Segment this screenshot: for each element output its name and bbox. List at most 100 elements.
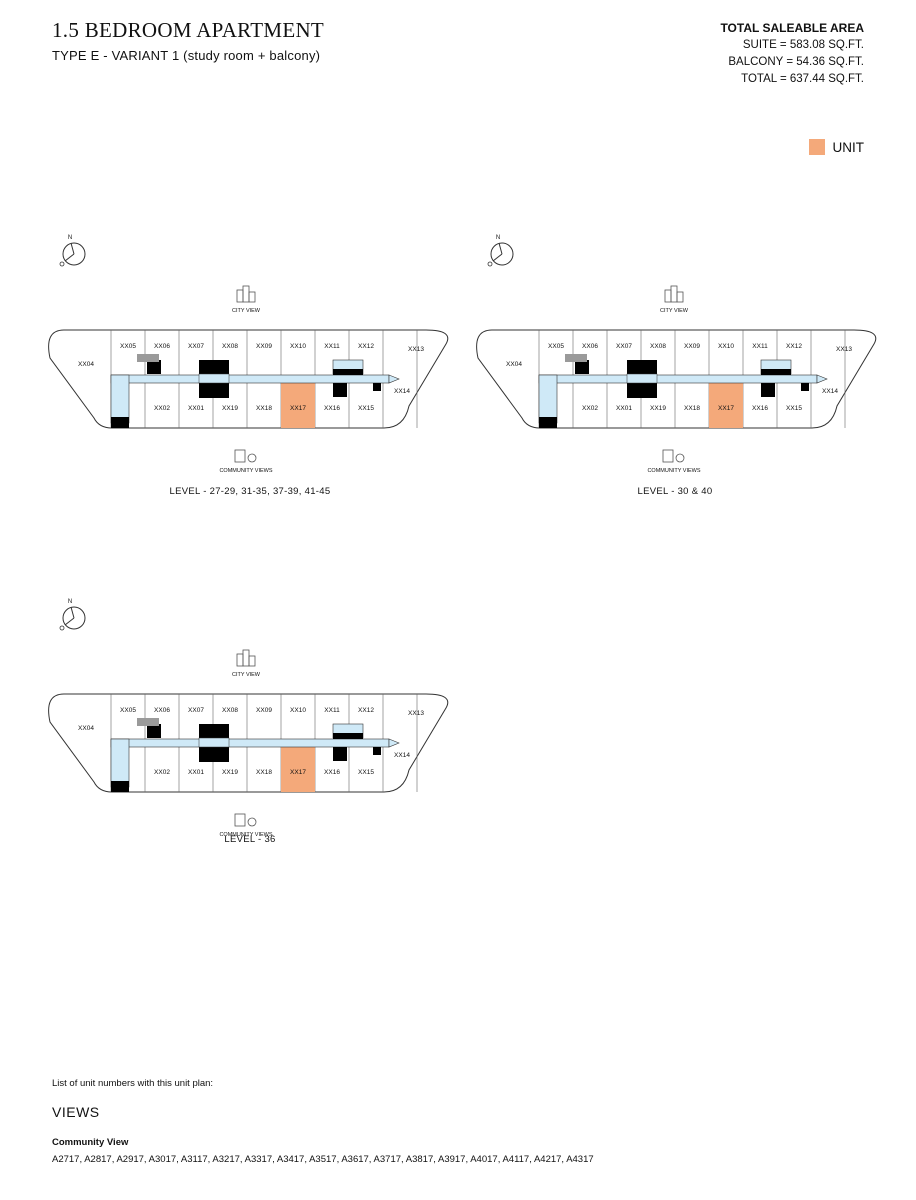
compass-tail	[64, 253, 75, 262]
unit-label-xx11: XX11	[752, 343, 768, 350]
unit-label-xx08: XX08	[222, 707, 238, 714]
service-core-dark	[333, 733, 363, 739]
unit-label-xx02: XX02	[154, 405, 170, 412]
building-shape	[670, 285, 678, 303]
unit-label-xx18: XX18	[256, 769, 272, 776]
unit-label-xx18: XX18	[256, 405, 272, 412]
community-view-label: COMMUNITY VIEWS	[219, 832, 272, 838]
stair-core	[333, 383, 347, 397]
corridor	[110, 738, 390, 748]
shaft-block	[373, 383, 381, 391]
unit-label-xx05: XX05	[120, 707, 136, 714]
unit-label-xx01: XX01	[188, 405, 204, 412]
level-label-1: LEVEL - 27-29, 31-35, 37-39, 41-45	[169, 486, 331, 497]
unit-label-xx01: XX01	[616, 405, 632, 412]
compass-dot	[59, 261, 65, 267]
compass-dot	[59, 625, 65, 631]
city-view-icon	[236, 285, 256, 303]
highlighted-unit	[281, 383, 315, 428]
unit-label-xx06: XX06	[582, 343, 598, 350]
core-block	[539, 417, 557, 428]
compass-north-label: N	[496, 235, 500, 241]
compass-tail	[64, 617, 75, 626]
community-view-icon	[662, 449, 685, 463]
shaft-grey	[565, 354, 587, 362]
level-label-3: LEVEL - 36	[224, 834, 276, 845]
unit-label-xx12: XX12	[358, 343, 374, 350]
community-view-icon	[234, 813, 257, 827]
building-shape	[248, 655, 256, 667]
unit-label-xx14: XX14	[394, 752, 410, 759]
unit-label-xx05: XX05	[548, 343, 564, 350]
unit-label-xx01: XX01	[188, 769, 204, 776]
building-shape	[236, 653, 244, 667]
corridor-stair	[110, 374, 130, 424]
unit-number-list: A2717, A2817, A2917, A3017, A3117, A3217…	[52, 1154, 594, 1165]
unit-label-xx09: XX09	[256, 343, 272, 350]
level-label-2: LEVEL - 30 & 40	[637, 486, 713, 497]
building-shape	[676, 291, 684, 303]
unit-label-xx12: XX12	[358, 707, 374, 714]
legend-label: UNIT	[832, 139, 865, 155]
tree-shape	[675, 453, 685, 463]
unit-label-xx04: XX04	[506, 361, 522, 368]
unit-list-intro: List of unit numbers with this unit plan…	[52, 1078, 214, 1089]
unit-label-xx12: XX12	[786, 343, 802, 350]
compass-ring	[62, 242, 86, 266]
unit-label-xx18: XX18	[684, 405, 700, 412]
unit-label-xx07: XX07	[188, 707, 204, 714]
tree-shape	[247, 817, 257, 827]
community-view-icon	[234, 449, 257, 463]
unit-label-xx15: XX15	[786, 405, 802, 412]
compass-tail	[492, 253, 503, 262]
corridor-stair	[538, 374, 558, 424]
page-title: 1.5 BEDROOM APARTMENT	[52, 18, 325, 42]
building-shape	[664, 289, 672, 303]
corridor-end	[388, 738, 400, 748]
highlighted-unit	[281, 747, 315, 792]
unit-label-xx11: XX11	[324, 707, 340, 714]
building-shape	[662, 449, 674, 463]
community-view-heading: Community View	[52, 1137, 129, 1148]
elevator-lobby	[198, 373, 230, 384]
elevator-lobby	[626, 373, 658, 384]
building-shape	[234, 813, 246, 827]
unit-label-xx09: XX09	[684, 343, 700, 350]
unit-label-xx13: XX13	[836, 346, 852, 353]
unit-label-xx17: XX17	[290, 769, 306, 776]
north-compass-icon: N	[59, 599, 86, 631]
unit-label-xx19: XX19	[222, 405, 238, 412]
stair-core	[761, 383, 775, 397]
unit-label-xx08: XX08	[222, 343, 238, 350]
city-view-icon	[236, 649, 256, 667]
corridor	[110, 374, 390, 384]
unit-label-xx14: XX14	[394, 388, 410, 395]
corridor-end	[388, 374, 400, 384]
page-subtitle: TYPE E - VARIANT 1 (study room + balcony…	[52, 48, 321, 63]
unit-label-xx10: XX10	[290, 707, 306, 714]
compass-ring	[62, 606, 86, 630]
city-view-label: CITY VIEW	[232, 308, 261, 314]
stair-core-left	[147, 360, 161, 374]
unit-label-xx07: XX07	[188, 343, 204, 350]
elevator-lobby	[198, 737, 230, 748]
unit-label-xx02: XX02	[154, 769, 170, 776]
legend: UNIT	[808, 139, 865, 155]
building-shape	[242, 649, 250, 667]
unit-label-xx15: XX15	[358, 769, 374, 776]
service-core-dark	[761, 369, 791, 375]
unit-label-xx16: XX16	[752, 405, 768, 412]
unit-label-xx19: XX19	[650, 405, 666, 412]
compass-needle	[70, 242, 75, 255]
community-view-label: COMMUNITY VIEWS	[219, 468, 272, 474]
unit-label-xx15: XX15	[358, 405, 374, 412]
core-block	[111, 417, 129, 428]
unit-label-xx02: XX02	[582, 405, 598, 412]
